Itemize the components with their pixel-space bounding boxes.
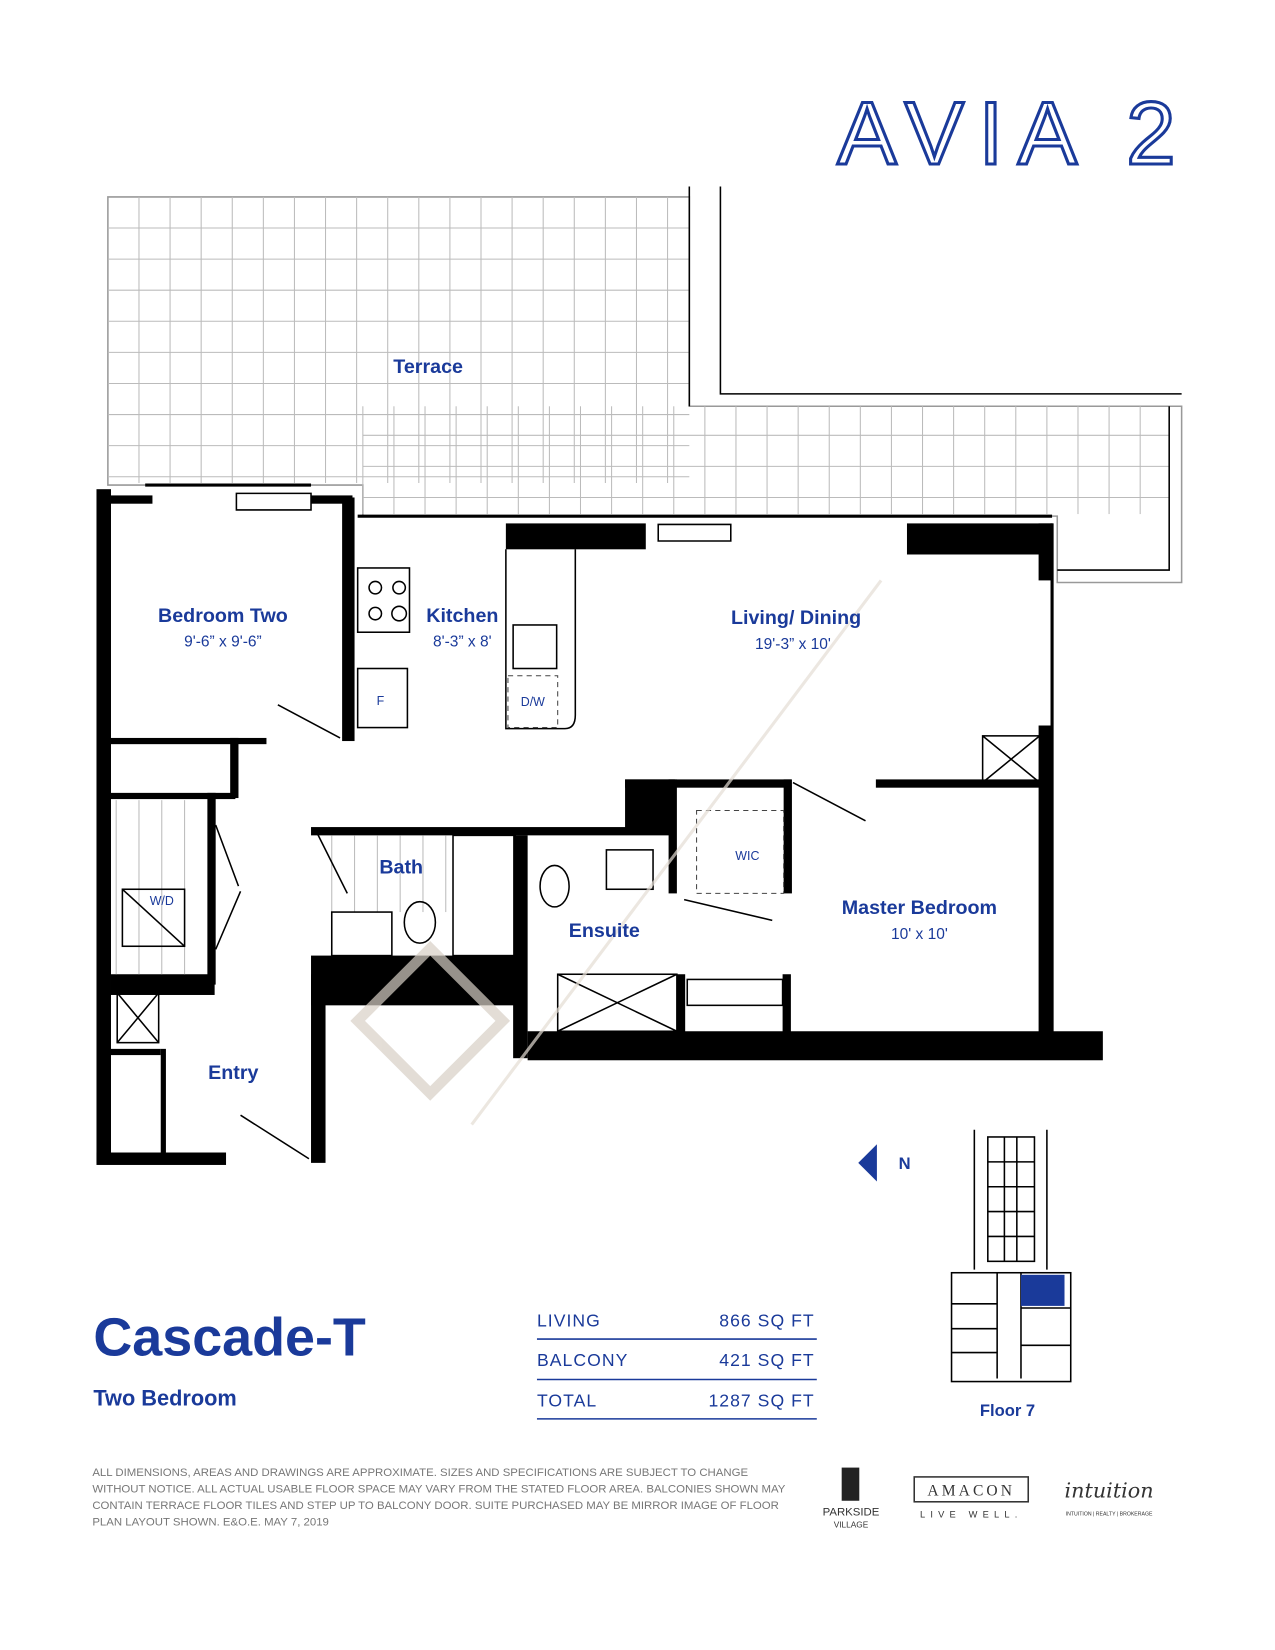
kitchen-fixtures: F D/W: [356, 549, 1041, 784]
bathtub-icon: [452, 834, 516, 957]
north-arrow-icon: [858, 1144, 877, 1182]
intuition-sub: INTUITION | REALTY | BROKERAGE: [1066, 1511, 1153, 1517]
disclaimer-line: PLAN LAYOUT SHOWN. E&O.E. MAY 7, 2019: [92, 1517, 329, 1529]
parkside-line2: VILLAGE: [834, 1520, 869, 1530]
disclaimer-line: ALL DIMENSIONS, AREAS AND DRAWINGS ARE A…: [92, 1467, 748, 1479]
bath-fixtures: W/D: [115, 800, 785, 1044]
intuition-logo: intuition INTUITION | REALTY | BROKERAGE: [1065, 1479, 1154, 1518]
bedroom-two-dims: 9'-6” x 9'-6”: [184, 634, 262, 651]
parkside-village-logo: PARKSIDE VILLAGE: [823, 1467, 880, 1530]
living-dining-label: Living/ Dining: [731, 607, 861, 629]
watermark-band: [470, 579, 883, 1126]
parkside-line1: PARKSIDE: [823, 1506, 880, 1518]
watermark-diamond-icon: [350, 941, 511, 1101]
dishwasher-label: D/W: [521, 695, 545, 709]
area-label: LIVING: [537, 1311, 601, 1331]
bath-label: Bath: [379, 857, 423, 879]
area-label: TOTAL: [537, 1390, 597, 1410]
kitchen-label: Kitchen: [426, 605, 498, 627]
fridge-label: F: [377, 694, 385, 708]
area-value: 1287 SQ FT: [708, 1390, 814, 1410]
sink-icon: [512, 624, 558, 670]
washer-dryer-label: W/D: [150, 894, 174, 908]
disclaimer: ALL DIMENSIONS, AREAS AND DRAWINGS ARE A…: [92, 1467, 785, 1529]
area-value: 866 SQ FT: [719, 1311, 814, 1331]
bedroom-two-label: Bedroom Two: [158, 605, 288, 627]
avia2-logo: AVIA 2: [837, 83, 1190, 183]
walls: [96, 489, 1103, 1165]
stove-icon: [356, 567, 411, 634]
ensuite-vanity-icon: [605, 849, 654, 891]
north-label: N: [899, 1154, 911, 1173]
wic-label: WIC: [735, 849, 759, 863]
doors: [214, 704, 866, 1160]
ensuite-label: Ensuite: [569, 920, 640, 942]
unit-highlight: [1020, 1274, 1065, 1306]
toilet-icon: [403, 900, 437, 944]
terrace: Terrace: [107, 186, 1183, 584]
master-bedroom-dims: 10' x 10': [891, 926, 948, 943]
dishwasher-icon: [507, 675, 559, 729]
watermark: [350, 579, 883, 1126]
terrace-tiles: [107, 196, 1170, 515]
unit-type: Two Bedroom: [93, 1385, 236, 1410]
washer-dryer-icon: [121, 888, 186, 948]
amacon-tagline: LIVE WELL.: [920, 1509, 1023, 1519]
area-label: BALCONY: [537, 1350, 628, 1370]
floor-label: Floor 7: [980, 1401, 1035, 1420]
disclaimer-line: CONTAIN TERRACE FLOOR TILES AND STEP UP …: [92, 1500, 779, 1512]
shower-icon: [556, 973, 678, 1033]
vanity-icon: [330, 911, 393, 957]
unit-name: Cascade-T: [93, 1308, 366, 1368]
kitchen-dims: 8'-3” x 8': [433, 634, 492, 651]
key-plan: Floor 7: [950, 1129, 1072, 1420]
intuition-name: intuition: [1065, 1479, 1154, 1503]
amacon-logo: AMACON LIVE WELL.: [913, 1476, 1030, 1519]
disclaimer-line: WITHOUT NOTICE. ALL ACTUAL USABLE FLOOR …: [92, 1483, 785, 1495]
master-bedroom-label: Master Bedroom: [842, 897, 997, 919]
fridge-icon: [356, 667, 409, 729]
area-table: LIVING 866 SQ FT BALCONY 421 SQ FT TOTAL…: [537, 1311, 817, 1420]
living-dining-dims: 19'-3” x 10': [755, 636, 831, 653]
terrace-label: Terrace: [393, 356, 463, 378]
amacon-name: AMACON: [927, 1483, 1015, 1500]
ensuite-toilet-icon: [539, 864, 570, 908]
windows: [145, 483, 1054, 1037]
area-value: 421 SQ FT: [719, 1350, 814, 1370]
entry-label: Entry: [208, 1062, 258, 1084]
